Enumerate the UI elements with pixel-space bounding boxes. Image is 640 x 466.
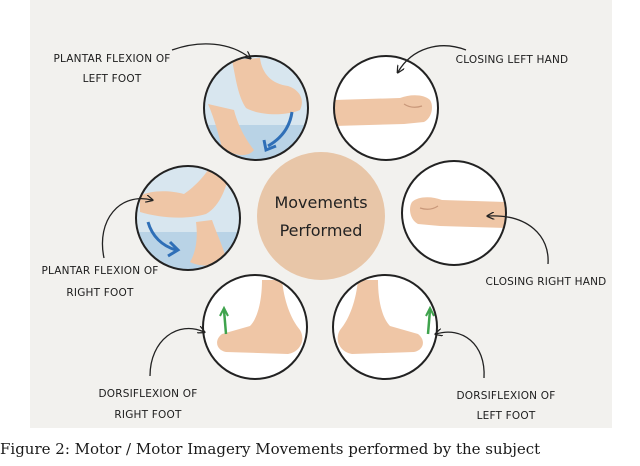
figure-caption: Figure 2: Motor / Motor Imagery Movement…: [0, 440, 541, 458]
closing-right-hand-image: [401, 160, 507, 266]
svg-text:DORSIFLEXION OF: DORSIFLEXION OF: [457, 390, 556, 402]
dorsiflexion-left-foot-image: [332, 274, 438, 380]
svg-text:RIGHT FOOT: RIGHT FOOT: [114, 409, 182, 421]
dorsiflexion-right-foot-image: [202, 274, 308, 380]
arrow-plantar-left: [171, 43, 250, 58]
connector-arrows: [101, 43, 549, 379]
label-dorsi-left: DORSIFLEXION OF LEFT FOOT: [457, 390, 556, 422]
svg-text:CLOSING LEFT HAND: CLOSING LEFT HAND: [456, 54, 569, 66]
label-dorsi-right: DORSIFLEXION OF RIGHT FOOT: [99, 388, 198, 421]
arrow-closing-left: [398, 45, 467, 72]
arrow-dorsi-right: [149, 329, 204, 377]
svg-text:PLANTAR FLEXION OF: PLANTAR FLEXION OF: [53, 53, 170, 65]
svg-text:CLOSING RIGHT HAND: CLOSING RIGHT HAND: [486, 276, 607, 288]
svg-text:DORSIFLEXION OF: DORSIFLEXION OF: [99, 388, 198, 400]
label-plantar-right: PLANTAR FLEXION OF RIGHT FOOT: [41, 265, 158, 299]
svg-text:LEFT FOOT: LEFT FOOT: [477, 410, 536, 422]
center-node: Movements Performed: [257, 152, 385, 280]
label-plantar-left: PLANTAR FLEXION OF LEFT FOOT: [53, 53, 170, 85]
center-line-2: Performed: [280, 221, 363, 240]
arrow-dorsi-left: [436, 332, 485, 379]
svg-text:LEFT FOOT: LEFT FOOT: [83, 73, 142, 85]
arrow-plantar-right: [101, 199, 152, 259]
label-closing-left: CLOSING LEFT HAND: [456, 54, 569, 66]
center-line-1: Movements: [274, 193, 367, 212]
plantar-flexion-left-foot-image: [203, 55, 309, 161]
svg-text:PLANTAR FLEXION OF: PLANTAR FLEXION OF: [41, 265, 158, 277]
label-closing-right: CLOSING RIGHT HAND: [486, 276, 607, 288]
closing-left-hand-image: [333, 55, 439, 161]
svg-text:RIGHT FOOT: RIGHT FOOT: [66, 287, 134, 299]
plantar-flexion-right-foot-image: [135, 165, 241, 271]
arrow-closing-right: [488, 216, 549, 265]
